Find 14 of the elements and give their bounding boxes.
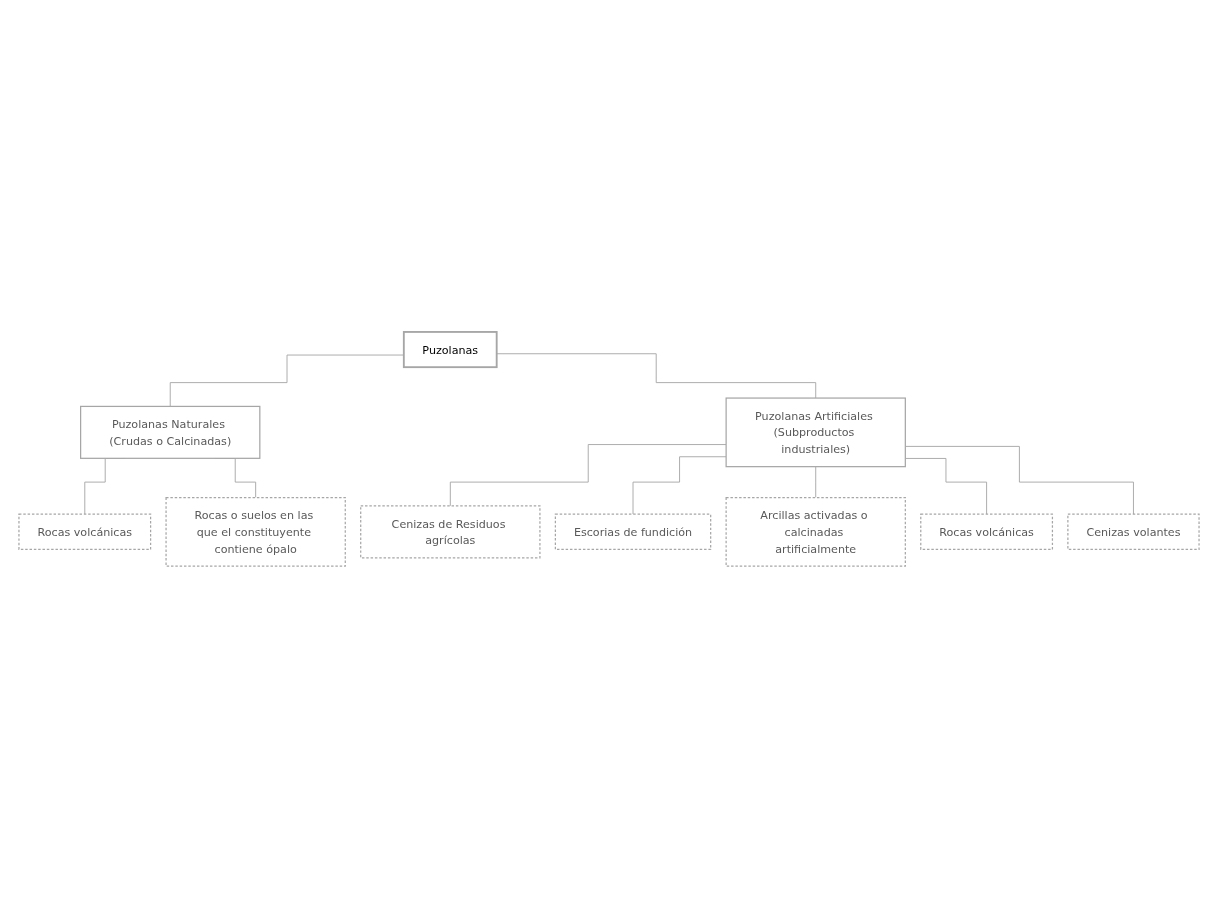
connector	[449, 444, 727, 507]
node-box: Rocas volcánicas	[18, 514, 152, 551]
connector	[496, 353, 817, 399]
node-box: Cenizas de Residuos agrícolas	[360, 505, 541, 559]
node-box: Puzolanas Artificiales (Subproductos industriales)	[725, 397, 906, 468]
node-box: Puzolanas	[402, 331, 498, 369]
node-box: Rocas o suelos en las que el constituyente contiene ópalo	[165, 497, 346, 568]
node-box: Arcillas activadas o calcinadas artificialmente	[725, 497, 906, 568]
connector	[632, 456, 727, 516]
node-box: Cenizas volantes	[1067, 514, 1200, 551]
node-box: Escorias de fundición	[554, 514, 712, 551]
node-box: Puzolanas Naturales (Crudas o Calcinadas)	[80, 406, 261, 460]
connector	[815, 466, 817, 499]
node-box: Rocas volcánicas	[920, 514, 1054, 551]
